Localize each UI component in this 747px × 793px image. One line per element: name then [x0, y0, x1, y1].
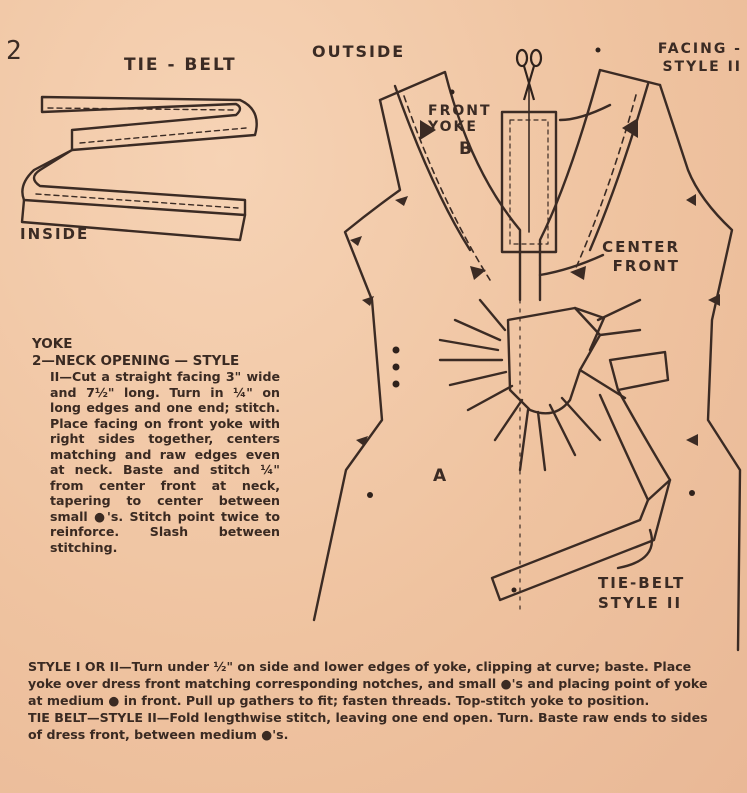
- style-paragraph: STYLE I OR II—Turn under ½" on side and …: [28, 659, 708, 708]
- center-front-arrow: [538, 253, 605, 277]
- outside-label: OUTSIDE: [312, 42, 406, 61]
- instructions-heading: YOKE: [32, 336, 73, 352]
- instructions-step-text: II—Cut a straight facing 3" wide and 7½"…: [50, 369, 280, 555]
- scissors-icon: [515, 48, 543, 101]
- dress-front-outline: [312, 68, 742, 652]
- facing-drawing: [500, 79, 558, 254]
- tie-belt-paragraph: TIE BELT—STYLE II—Fold lengthwise stitch…: [28, 710, 708, 742]
- tie-belt-style-label: TIE-BELT STYLE II: [598, 574, 686, 612]
- inside-label: INSIDE: [20, 225, 90, 243]
- facing-arrow: [558, 103, 612, 122]
- yoke-piece-letter: B: [459, 139, 474, 159]
- front-yoke-label: FRONT YOKE: [428, 103, 492, 135]
- yoke-drawing: [438, 298, 642, 472]
- dress-piece-letter: A: [433, 466, 449, 486]
- facing-label-line2: STYLE II: [662, 59, 742, 75]
- instructions-step-head: 2—NECK OPENING — STYLE: [32, 352, 240, 369]
- tie-belt-title: TIE - BELT: [124, 55, 237, 75]
- facing-label-line1: FACING -: [657, 41, 742, 57]
- notches: [350, 118, 720, 446]
- yoke-instructions: YOKE 2—NECK OPENING — STYLE II—Cut a str…: [32, 336, 280, 555]
- tie-belt-on-dress: [490, 350, 672, 602]
- facing-style-label: FACING - STYLE II: [624, 40, 742, 76]
- marking-dots: [367, 47, 695, 593]
- center-front-label: CENTER FRONT: [602, 238, 680, 275]
- tie-belt-arrow: [616, 528, 654, 570]
- bottom-instructions: STYLE I OR II—Turn under ½" on side and …: [28, 658, 718, 743]
- step-number: 2: [6, 36, 22, 66]
- tie-belt-drawing: [20, 95, 258, 242]
